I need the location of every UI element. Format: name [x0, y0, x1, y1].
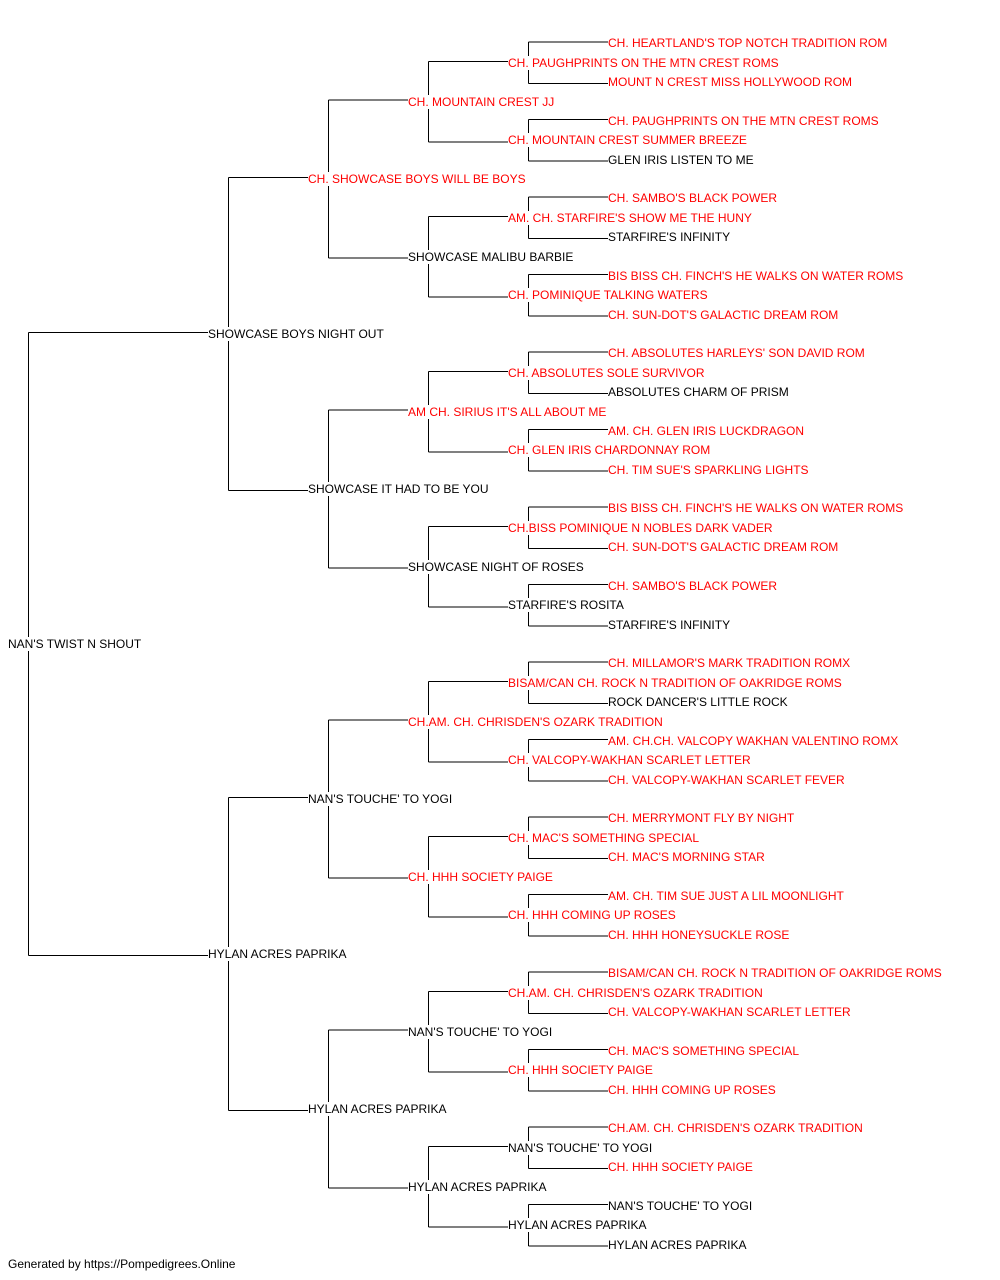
pedigree-entry-gen4: CH.AM. CH. CHRISDEN'S OZARK TRADITION — [508, 985, 763, 1000]
pedigree-entry-gen5: STARFIRE'S INFINITY — [608, 617, 731, 632]
pedigree-entry-gen4: CH. POMINIQUE TALKING WATERS — [508, 288, 708, 303]
pedigree-entry-gen4: AM. CH. STARFIRE'S SHOW ME THE HUNY — [508, 210, 752, 225]
pedigree-entry-gen3: SHOWCASE NIGHT OF ROSES — [408, 559, 584, 574]
pedigree-entry-gen5: CH. MILLAMOR'S MARK TRADITION ROMX — [608, 656, 851, 671]
pedigree-entry-gen3: CH. MOUNTAIN CREST JJ — [408, 94, 555, 109]
pedigree-entry-gen3: CH.AM. CH. CHRISDEN'S OZARK TRADITION — [408, 714, 663, 729]
pedigree-entry-gen5: STARFIRE'S INFINITY — [608, 230, 731, 245]
pedigree-entry-gen3: AM CH. SIRIUS IT'S ALL ABOUT ME — [408, 404, 607, 419]
pedigree-entry-gen5: CH. HHH HONEYSUCKLE ROSE — [608, 927, 790, 942]
pedigree-entry-gen4: CH. ABSOLUTES SOLE SURVIVOR — [508, 365, 705, 380]
pedigree-entry-gen5: CH. MAC'S SOMETHING SPECIAL — [608, 1043, 799, 1058]
pedigree-entry-gen5: HYLAN ACRES PAPRIKA — [608, 1237, 747, 1252]
pedigree-entry-gen5: CH. VALCOPY-WAKHAN SCARLET FEVER — [608, 772, 845, 787]
generated-by-footer: Generated by https://Pompedigrees.Online — [8, 1257, 236, 1271]
pedigree-entry-gen3: SHOWCASE MALIBU BARBIE — [408, 249, 574, 264]
pedigree-entry-gen5: AM. CH. TIM SUE JUST A LIL MOONLIGHT — [608, 888, 844, 903]
pedigree-entry-gen4: STARFIRE'S ROSITA — [508, 598, 624, 613]
pedigree-entry-gen4: CH. HHH COMING UP ROSES — [508, 908, 676, 923]
pedigree-entry-gen4: CH. MAC'S SOMETHING SPECIAL — [508, 830, 699, 845]
pedigree-entry-gen5: CH. VALCOPY-WAKHAN SCARLET LETTER — [608, 1005, 851, 1020]
pedigree-entry-gen4: CH. HHH SOCIETY PAIGE — [508, 1063, 653, 1078]
pedigree-entry-gen5: CH. MERRYMONT FLY BY NIGHT — [608, 811, 795, 826]
pedigree-entry-gen5: GLEN IRIS LISTEN TO ME — [608, 152, 754, 167]
pedigree-entry-gen2: HYLAN ACRES PAPRIKA — [308, 1102, 447, 1116]
pedigree-entry-gen4: HYLAN ACRES PAPRIKA — [508, 1218, 647, 1233]
pedigree-entry-gen5: AM. CH.CH. VALCOPY WAKHAN VALENTINO ROMX — [608, 733, 899, 748]
pedigree-entry-gen2: CH. SHOWCASE BOYS WILL BE BOYS — [308, 172, 526, 186]
pedigree-entry-gen4: BISAM/CAN CH. ROCK N TRADITION OF OAKRID… — [508, 675, 842, 690]
pedigree-entry-gen5: AM. CH. GLEN IRIS LUCKDRAGON — [608, 423, 805, 438]
pedigree-entry-gen4: CH. PAUGHPRINTS ON THE MTN CREST ROMS — [508, 55, 779, 70]
pedigree-entry-gen4: CH. GLEN IRIS CHARDONNAY ROM — [508, 443, 711, 458]
pedigree-entry-gen1: HYLAN ACRES PAPRIKA — [208, 947, 347, 961]
pedigree-entry-gen5: ABSOLUTES CHARM OF PRISM — [608, 385, 789, 400]
pedigree-entry-gen5: CH. TIM SUE'S SPARKLING LIGHTS — [608, 462, 809, 477]
pedigree-entry-gen5: CH. HEARTLAND'S TOP NOTCH TRADITION ROM — [608, 36, 888, 51]
pedigree-entry-gen5: CH. HHH COMING UP ROSES — [608, 1082, 776, 1097]
pedigree-entry-gen5: NAN'S TOUCHE' TO YOGI — [608, 1198, 753, 1213]
pedigree-entry-gen5: CH. SAMBO'S BLACK POWER — [608, 191, 777, 206]
pedigree-entry-gen4: CH.BISS POMINIQUE N NOBLES DARK VADER — [508, 520, 773, 535]
pedigree-entry-gen5: BIS BISS CH. FINCH'S HE WALKS ON WATER R… — [608, 501, 904, 516]
pedigree-entry-gen5: ROCK DANCER'S LITTLE ROCK — [608, 695, 788, 710]
pedigree-entry-gen5: BIS BISS CH. FINCH'S HE WALKS ON WATER R… — [608, 268, 904, 283]
pedigree-entry-gen3: CH. HHH SOCIETY PAIGE — [408, 869, 553, 884]
pedigree-entry-gen5: CH. SUN-DOT'S GALACTIC DREAM ROM — [608, 307, 839, 322]
pedigree-entry-gen0: NAN'S TWIST N SHOUT — [8, 637, 142, 651]
pedigree-entry-gen5: CH. HHH SOCIETY PAIGE — [608, 1160, 753, 1175]
pedigree-entry-gen4: CH. VALCOPY-WAKHAN SCARLET LETTER — [508, 753, 751, 768]
pedigree-entry-gen5: CH. SAMBO'S BLACK POWER — [608, 578, 777, 593]
pedigree-entry-gen3: HYLAN ACRES PAPRIKA — [408, 1179, 547, 1194]
pedigree-entry-gen3: NAN'S TOUCHE' TO YOGI — [408, 1024, 553, 1039]
pedigree-entry-gen2: NAN'S TOUCHE' TO YOGI — [308, 792, 453, 806]
pedigree-entry-gen5: CH. SUN-DOT'S GALACTIC DREAM ROM — [608, 540, 839, 555]
pedigree-entry-gen5: BISAM/CAN CH. ROCK N TRADITION OF OAKRID… — [608, 966, 942, 981]
pedigree-entry-gen5: CH. MAC'S MORNING STAR — [608, 850, 765, 865]
pedigree-entry-gen5: CH. ABSOLUTES HARLEYS' SON DAVID ROM — [608, 346, 865, 361]
pedigree-entry-gen1: SHOWCASE BOYS NIGHT OUT — [208, 327, 384, 341]
pedigree-entry-gen2: SHOWCASE IT HAD TO BE YOU — [308, 482, 489, 496]
pedigree-entry-gen4: CH. MOUNTAIN CREST SUMMER BREEZE — [508, 133, 747, 148]
pedigree-entry-gen4: NAN'S TOUCHE' TO YOGI — [508, 1140, 653, 1155]
pedigree-entry-gen5: CH.AM. CH. CHRISDEN'S OZARK TRADITION — [608, 1121, 863, 1136]
pedigree-entry-gen5: CH. PAUGHPRINTS ON THE MTN CREST ROMS — [608, 113, 879, 128]
pedigree-entry-gen5: MOUNT N CREST MISS HOLLYWOOD ROM — [608, 75, 853, 90]
